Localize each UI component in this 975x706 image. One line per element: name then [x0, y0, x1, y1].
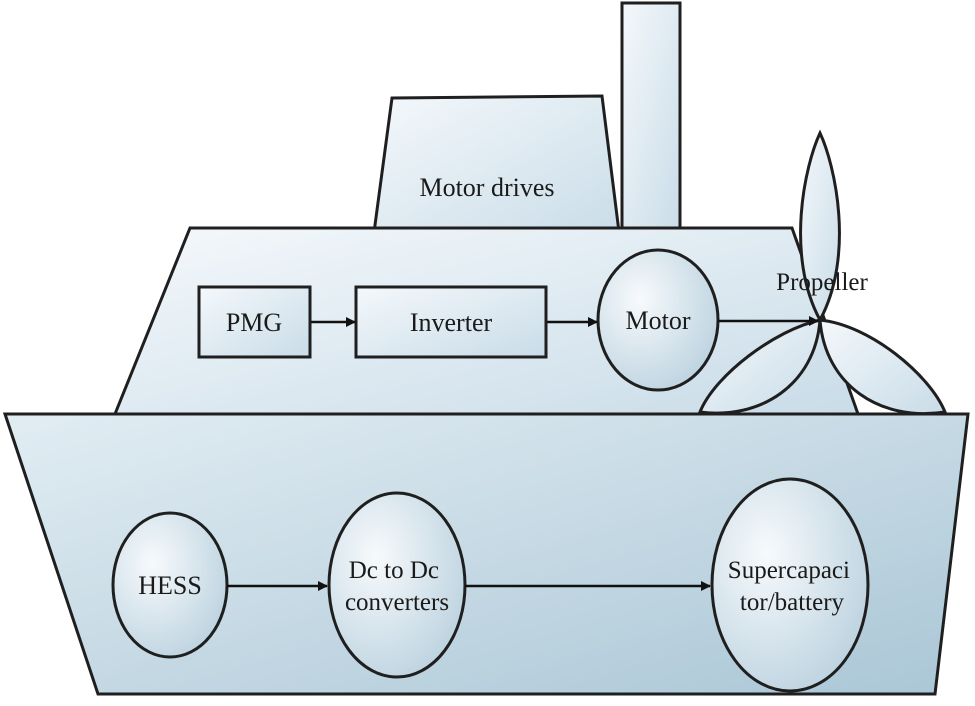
storage-label-line2: tor/battery — [740, 589, 845, 616]
propeller-blade-top — [799, 129, 841, 324]
dc-converter-label: Dc to Dc converters — [345, 557, 449, 616]
storage-label-line1: Supercapaci — [728, 557, 850, 584]
inverter-box — [354, 285, 548, 359]
propeller-blade-left — [697, 318, 822, 415]
propeller — [697, 129, 948, 416]
motor-label: Motor — [626, 306, 691, 335]
pmg-box — [197, 285, 312, 359]
storage-label: Supercapaci tor/battery — [728, 557, 856, 616]
dc-converter-ellipse — [327, 491, 467, 679]
motor-drives-block — [371, 94, 622, 242]
propeller-blade-right — [818, 318, 948, 416]
motor-drives-label: Motor drives — [419, 173, 554, 202]
dc-converter-label-line2: converters — [345, 589, 449, 616]
storage-ellipse — [710, 477, 870, 693]
dc-converter-label-line1: Dc to Dc — [349, 557, 439, 584]
hess-label: HESS — [138, 571, 202, 600]
ship-funnel — [620, 1, 682, 243]
inverter-label: Inverter — [410, 308, 493, 337]
propeller-label: Propeller — [776, 269, 868, 296]
pmg-label: PMG — [226, 308, 282, 337]
